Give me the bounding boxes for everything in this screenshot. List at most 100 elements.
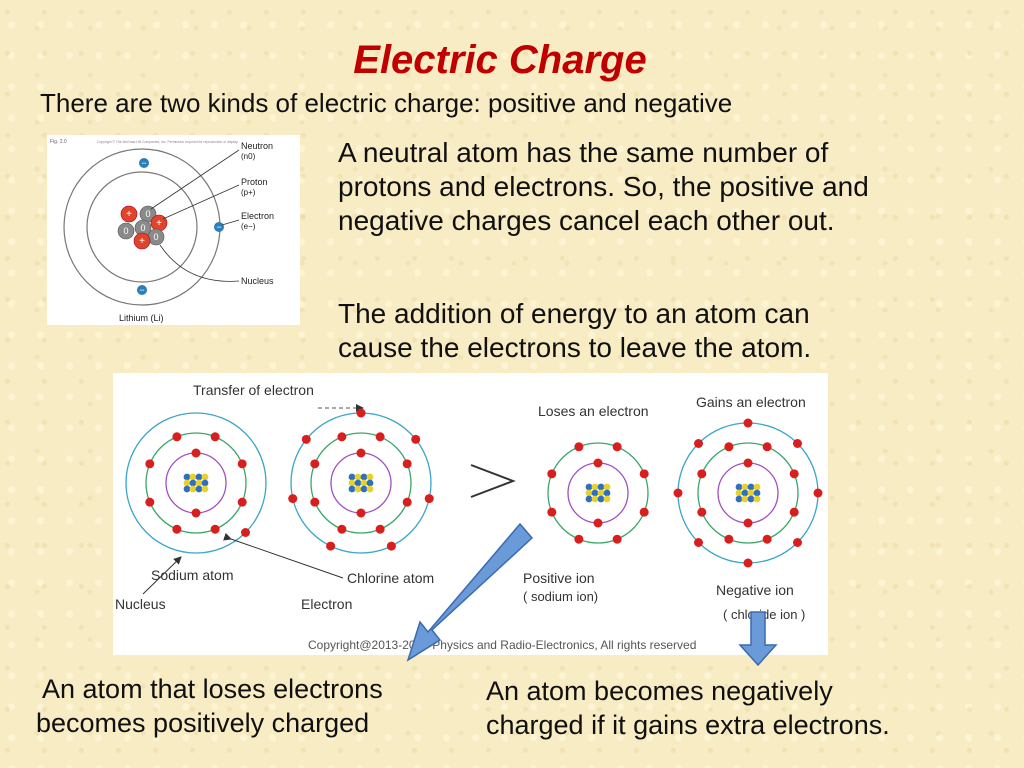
electron [145, 459, 155, 469]
electron [337, 524, 347, 534]
nucleon [195, 473, 203, 481]
nucleon [354, 485, 362, 493]
proton-sign: + [126, 209, 132, 220]
electron [547, 507, 557, 517]
neutron-sign: 0 [140, 223, 145, 233]
electron-label: Electron [241, 211, 274, 221]
paragraph-line: protons and electrons. So, the positive … [338, 171, 869, 202]
electron [743, 518, 753, 528]
nucleon [201, 485, 209, 493]
electron-sign: − [141, 158, 146, 168]
middle-shell [310, 432, 412, 534]
electron [547, 469, 557, 479]
nucleon [366, 485, 374, 493]
negative-ion-sub: ( chloride ion ) [723, 607, 805, 622]
nucleon [195, 479, 203, 487]
nucleus-pointer [142, 556, 182, 595]
transfer-label: Transfer of electron [193, 382, 314, 398]
electron [356, 448, 366, 458]
nucleon [585, 483, 593, 491]
nucleon [585, 495, 593, 503]
nucleon [603, 483, 611, 491]
nucleon [591, 483, 599, 491]
electron [724, 442, 734, 452]
figure-copyright: Copyright © The McGraw-Hill Companies, I… [97, 140, 239, 144]
proton-sign: + [156, 218, 162, 229]
electron [139, 158, 149, 168]
electron [191, 508, 201, 518]
lithium-atom-figure: Fig. 2.0 Copyright © The McGraw-Hill Com… [47, 135, 300, 325]
paragraph-line: negative charges cancel each other out. [338, 205, 835, 236]
electron [356, 508, 366, 518]
caption-line: becomes positively charged [36, 708, 370, 738]
nucleon [753, 495, 761, 503]
inner-orbit [86, 171, 198, 283]
nucleon [585, 489, 593, 497]
electron [743, 558, 753, 568]
loses-electrons-caption: An atom that loses electrons becomes pos… [36, 672, 383, 740]
nucleon [597, 483, 605, 491]
electron [240, 527, 250, 537]
electron [789, 507, 799, 517]
electron [612, 442, 622, 452]
chlorine-atom-label: Chlorine atom [347, 570, 434, 586]
nucleon [201, 479, 209, 487]
nucleus-label: Nucleus [241, 276, 274, 286]
proton-symbol: (p+) [241, 188, 256, 197]
electron [326, 541, 336, 551]
paragraph-line: The addition of energy to an atom can [338, 298, 810, 329]
electron-label: Electron [301, 596, 352, 612]
neutron-sign: 0 [153, 232, 158, 242]
electron [237, 459, 247, 469]
electron-leader [221, 219, 240, 226]
electron [639, 469, 649, 479]
reaction-arrow [470, 464, 516, 498]
middle-shell [145, 432, 247, 534]
neutron-sign: 0 [123, 226, 128, 236]
electron [402, 497, 412, 507]
proton-label: Proton [241, 177, 268, 187]
caption-line: An atom becomes negatively [486, 676, 833, 706]
electron [210, 432, 220, 442]
electron [172, 524, 182, 534]
middle-shell [697, 442, 799, 544]
electron [697, 507, 707, 517]
electron [375, 524, 385, 534]
electron [137, 285, 147, 295]
proton [120, 205, 138, 223]
electron [593, 518, 603, 528]
nucleus-leader [159, 244, 240, 282]
electron [813, 488, 823, 498]
gains-label: Gains an electron [696, 394, 806, 410]
nucleon [366, 473, 374, 481]
electron [639, 507, 649, 517]
electron [210, 524, 220, 534]
gains-electrons-caption: An atom becomes negatively charged if it… [486, 674, 890, 742]
electron [172, 432, 182, 442]
nucleon [753, 483, 761, 491]
electron [673, 488, 683, 498]
nucleon [741, 495, 749, 503]
ion-formation-diagram: Transfer of electron Loses an electron G… [115, 382, 823, 652]
electron [612, 534, 622, 544]
ion-figure-copyright: Copyright@2013-2015 Physics and Radio-El… [308, 638, 696, 652]
electron [792, 537, 802, 547]
nucleon [201, 473, 209, 481]
nucleon [735, 489, 743, 497]
electron [191, 448, 201, 458]
electron [792, 439, 802, 449]
electron [402, 459, 412, 469]
electron [789, 469, 799, 479]
fig-label: Fig. 2.0 [50, 139, 67, 145]
nucleon [189, 485, 197, 493]
nucleon [348, 485, 356, 493]
electron [694, 439, 704, 449]
positive-ion-label: Positive ion [523, 570, 595, 586]
outer-shell [125, 412, 267, 554]
middle-shell [547, 442, 649, 544]
nucleon [741, 483, 749, 491]
electron [762, 442, 772, 452]
electron [310, 459, 320, 469]
electron [145, 497, 155, 507]
nucleon [189, 473, 197, 481]
